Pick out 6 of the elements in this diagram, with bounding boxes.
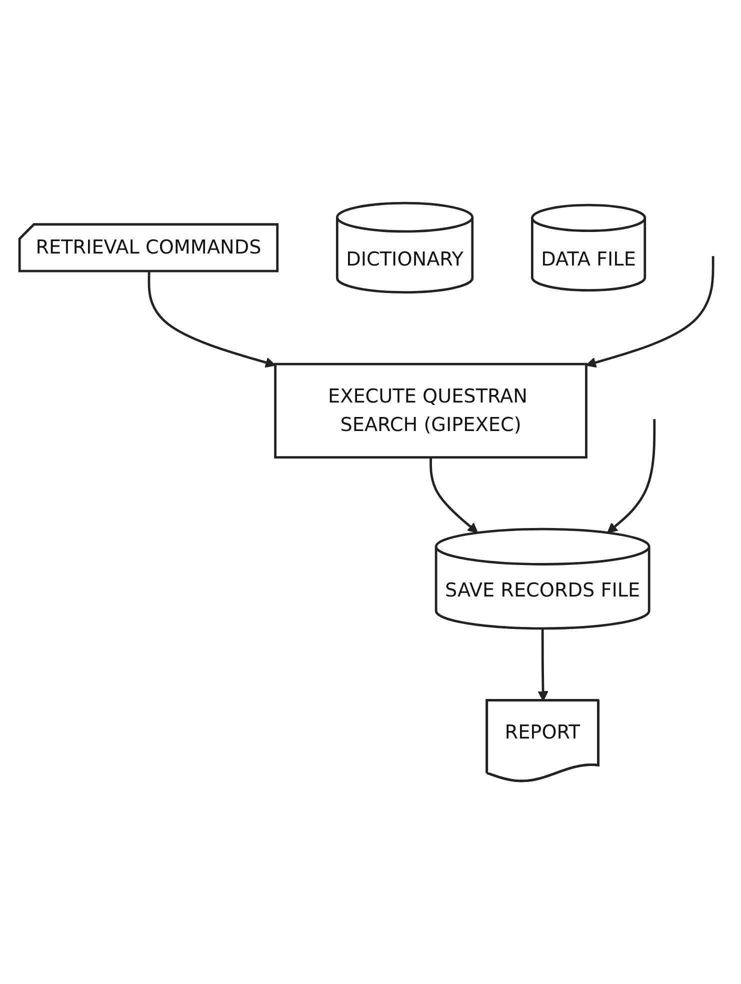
arrow bbox=[586, 256, 714, 368]
arrow bbox=[538, 628, 548, 702]
node-box: EXECUTE QUESTRAN SEARCH (GIPEXEC) bbox=[274, 362, 588, 459]
arrow bbox=[430, 457, 478, 534]
arrow bbox=[148, 272, 276, 368]
arrow bbox=[607, 419, 656, 534]
